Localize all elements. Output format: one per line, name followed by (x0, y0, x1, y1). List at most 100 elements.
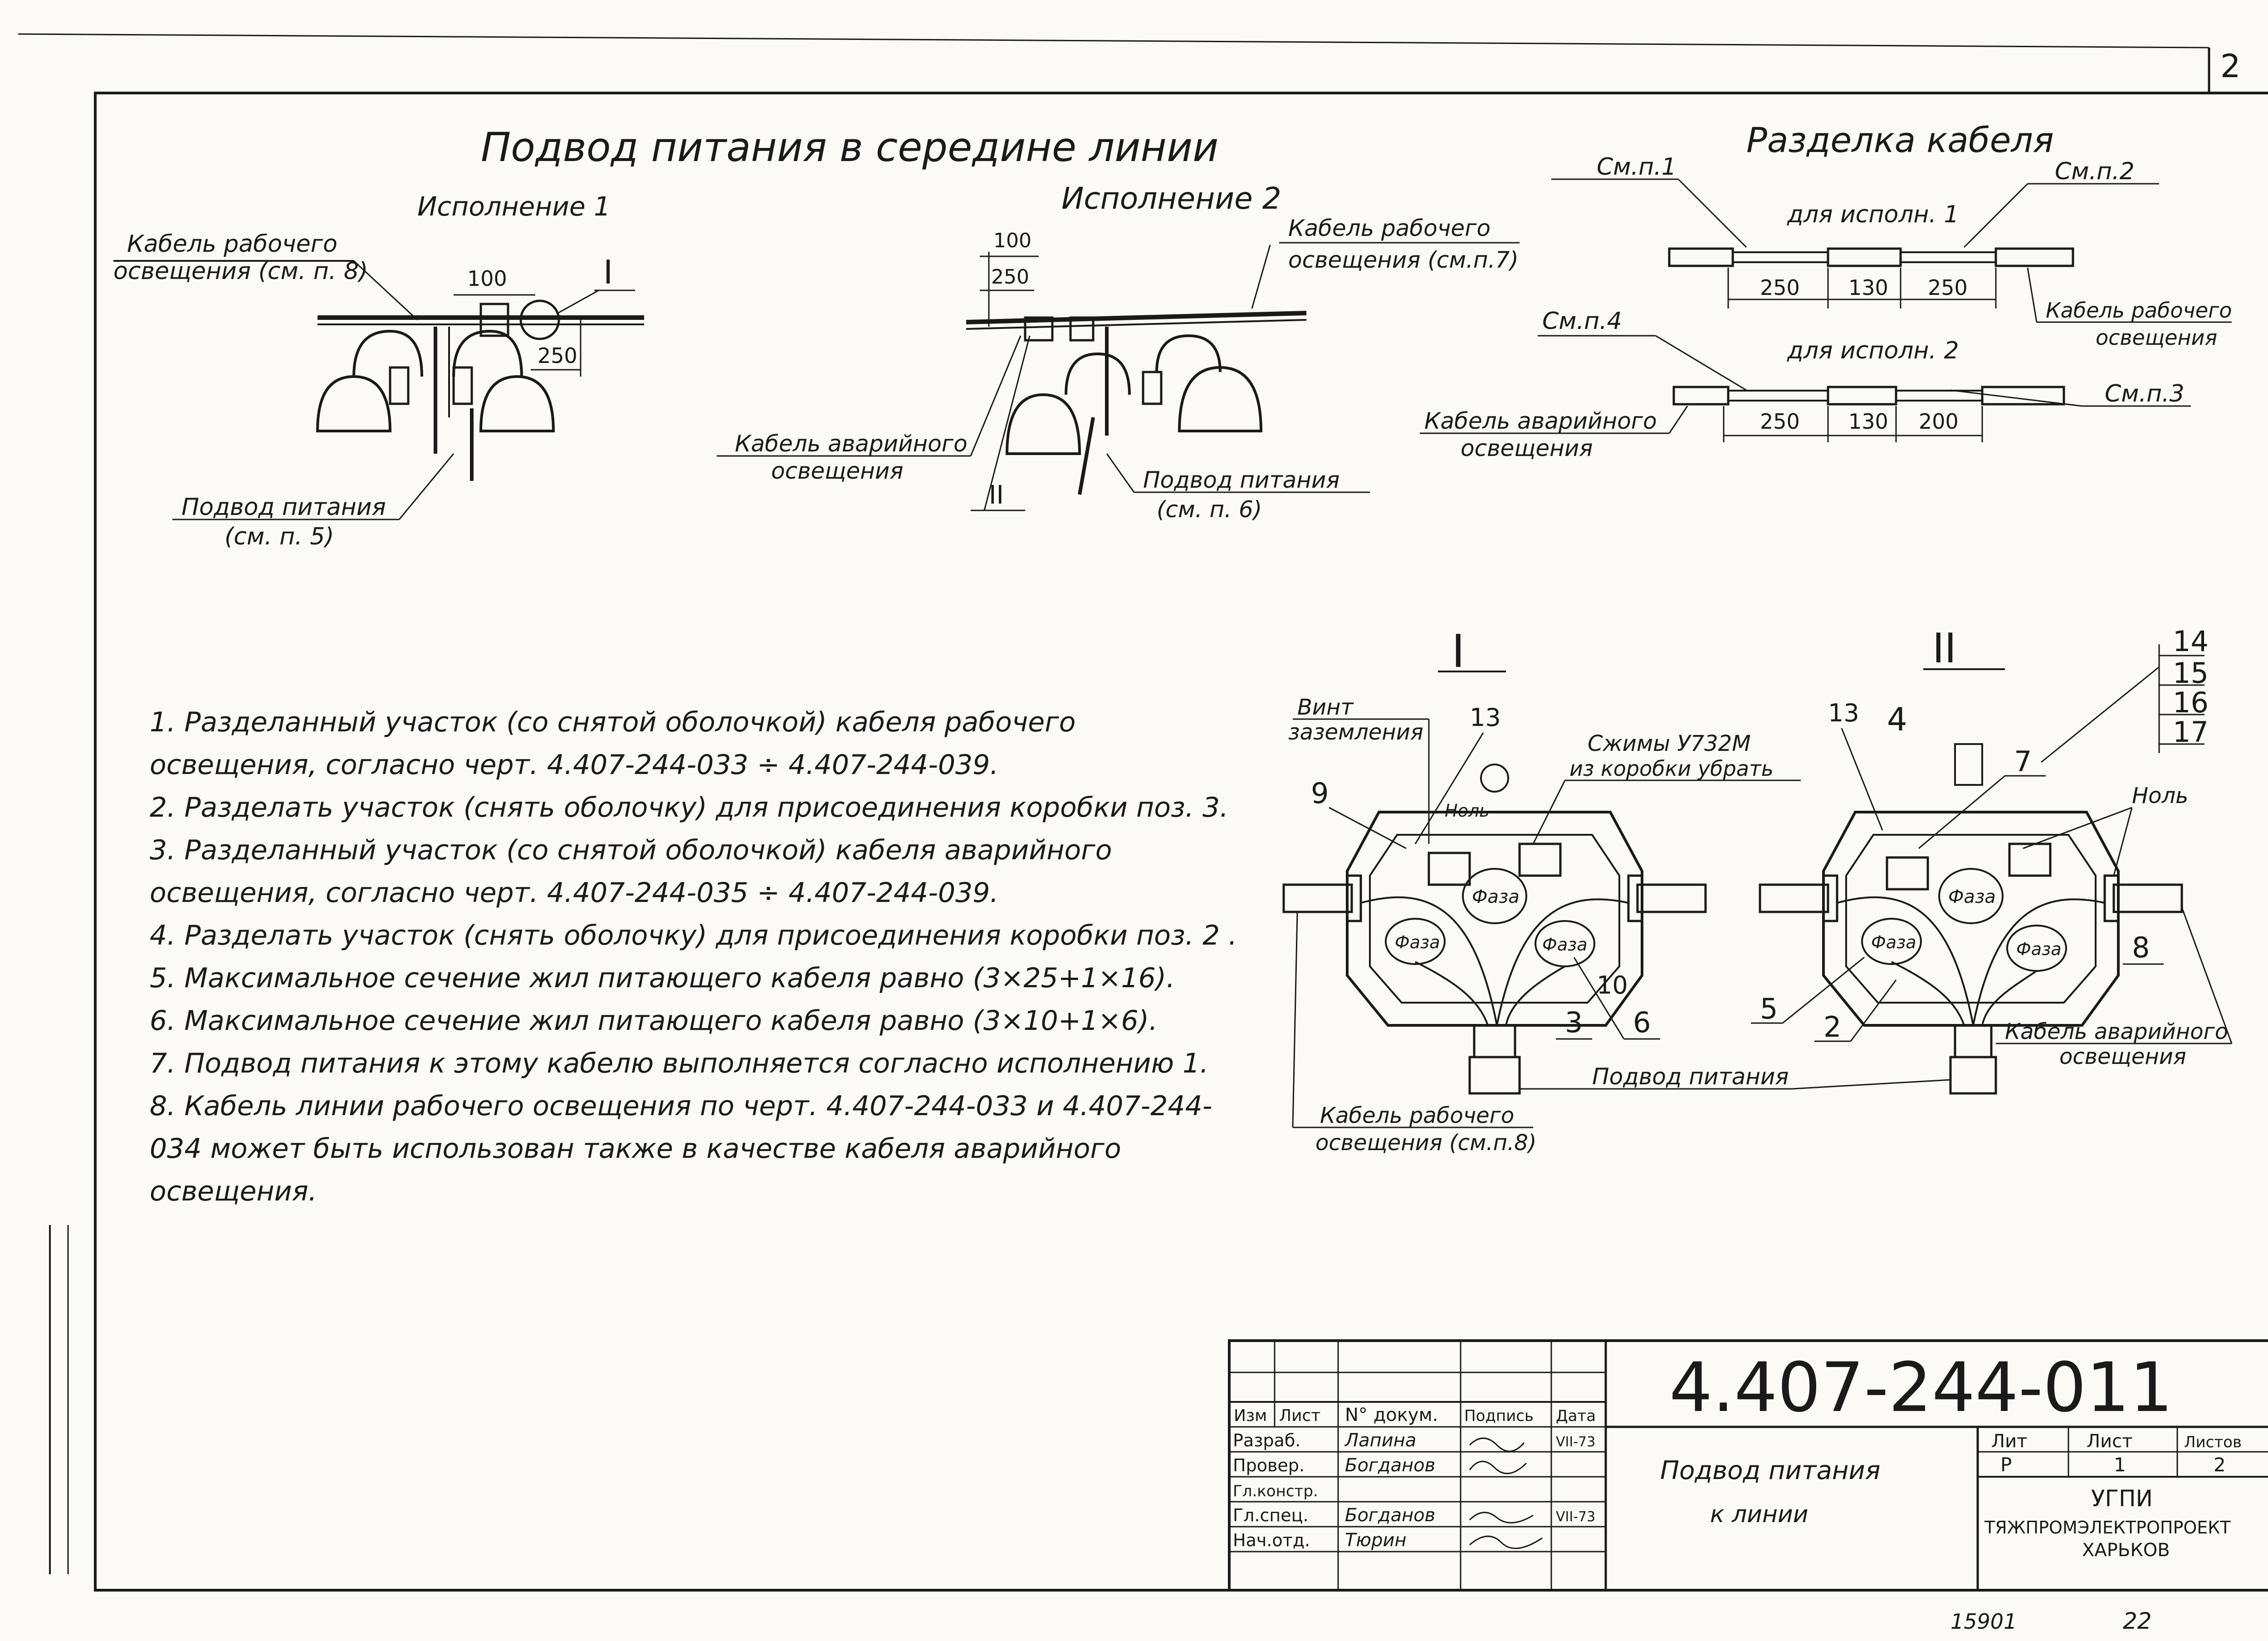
variant1-cable-label-2: освещения (см. п. 8) (113, 258, 368, 285)
detail1-work-cable-2: освещения (см.п.8) (1315, 1130, 1537, 1156)
stamp-row2-signature (1469, 1460, 1527, 1474)
stamp-sheet-label: Лист (2087, 1431, 2132, 1452)
detail2-pos5: 5 (1760, 992, 1778, 1025)
stamp-org-line3: ХАРЬКОВ (2082, 1540, 2170, 1561)
stamp-header-date: Дата (1556, 1407, 1596, 1425)
variant2-feed-label-2: (см. п. 6) (1157, 496, 1262, 523)
notes-list: 1. Разделанный участок (со снятой оболоч… (150, 701, 1238, 1213)
detail2-pos2: 2 (1823, 1010, 1841, 1043)
variant2-callout-label: II (989, 480, 1004, 510)
note-1: 1. Разделанный участок (со снятой оболоч… (150, 706, 1076, 781)
detail1-pos9: 9 (1311, 777, 1329, 810)
cable-cut-emergency-2: освещения (1461, 435, 1593, 461)
detail1-phase-left: Фаза (1395, 932, 1440, 952)
variant2-feed-cable (1078, 417, 1095, 495)
detail2-drawing: II 14 15 16 17 13 4 7 Ноль Фаза Фаза (1751, 625, 2233, 1095)
variant2-feed-label-1: Подвод питания (1143, 467, 1340, 493)
detail2-pos14: 14 (2173, 625, 2209, 658)
bottom-number-1: 15901 (1950, 1609, 2017, 1634)
stamp-title-line2: к линии (1710, 1501, 1809, 1528)
stamp-lit-label: Лит (1991, 1431, 2027, 1452)
variant1-feed-label-1: Подвод питания (181, 494, 386, 521)
variant2-drawing: Исполнение 2 Кабель рабочего освещения (… (717, 181, 1520, 523)
detail1-pos13: 13 (1470, 703, 1501, 732)
detail2-phase-left: Фаза (1871, 932, 1916, 952)
variant2-dim-250: 250 (991, 265, 1029, 289)
variant1-dim-250: 250 (538, 343, 577, 368)
stamp-row4-date: VII-73 (1556, 1509, 1595, 1525)
variant2-label: Исполнение 2 (1061, 181, 1281, 216)
stamp-row5-name: Тюрин (1345, 1530, 1407, 1551)
note-8: 8. Кабель линии рабочего освещения по че… (150, 1090, 1212, 1207)
detail1-clamps-label-2: из коробки убрать (1569, 756, 1774, 781)
detail2-emergency-2: освещения (2059, 1044, 2186, 1069)
stamp-row4-name: Богданов (1345, 1505, 1435, 1526)
feed-common-label: Подвод питания (1592, 1063, 1789, 1090)
detail1-clamps-label-1: Сжимы У732М (1588, 731, 1751, 756)
cable-cut-v1-dim-3: 250 (1928, 275, 1968, 300)
cable-cut-v2-dim-1: 250 (1760, 409, 1800, 434)
stamp-org-line1: УГПИ (2091, 1485, 2153, 1512)
cable-cut-ref2: См.п.2 (2055, 158, 2135, 185)
top-edge-line (18, 33, 2209, 49)
detail1-pos3: 3 (1565, 1006, 1583, 1039)
variant1-dim-100: 100 (467, 266, 507, 291)
title-cable-cut: Разделка кабеля (1746, 120, 2054, 160)
stamp-sheets-value: 2 (2214, 1454, 2226, 1476)
detail2-zero: Ноль (2132, 783, 2188, 808)
stamp-row1-date: VII-73 (1556, 1434, 1595, 1450)
stamp-row4-role: Гл.спец. (1233, 1505, 1309, 1525)
stamp-row3-role: Гл.констр. (1233, 1482, 1318, 1500)
stamp-row1-name: Лапина (1344, 1430, 1416, 1451)
detail2-pos7: 7 (2014, 745, 2032, 778)
cable-cut-drawing: См.п.1 См.п.2 для исполн. 1 250 130 250 … (1420, 153, 2232, 461)
detail2-housing (1822, 811, 2120, 1027)
variant2-lamp-right (1178, 366, 1263, 432)
variant1-cable-label-1: Кабель рабочего (127, 230, 337, 258)
variant1-drawing: Исполнение 1 Кабель рабочего освещения (… (113, 191, 644, 550)
title-main: Подвод питания в середине линии (481, 124, 1218, 171)
stamp-row2-name: Богданов (1345, 1455, 1435, 1476)
cable-cut-v1-dim-2: 130 (1848, 275, 1888, 300)
detail1-screw-label-2: заземления (1288, 720, 1423, 745)
stamp-header-sign: Подпись (1464, 1407, 1534, 1425)
detail1-screw-label-1: Винт (1297, 695, 1354, 720)
variant1-callout-label: I (603, 253, 613, 291)
variant2-emergency-label-2: освещения (771, 458, 903, 484)
cable-cut-emergency-1: Кабель аварийного (1424, 408, 1657, 434)
bottom-number-2: 22 (2123, 1608, 2152, 1634)
note-5: 5. Максимальное сечение жил питающего ка… (150, 962, 1175, 994)
note-2: 2. Разделать участок (снять оболочку) дл… (150, 792, 1229, 823)
cable-cut-ref1: См.п.1 (1597, 153, 1677, 181)
detail1-phase-top: Фаза (1472, 887, 1520, 907)
cable-cut-work-cable-1: Кабель рабочего (2046, 298, 2232, 323)
detail1-housing (1346, 811, 1643, 1027)
variant1-callout-circle (519, 299, 560, 340)
detail1-phase-right: Фаза (1542, 935, 1588, 955)
stamp-sheets-label: Листов (2184, 1433, 2242, 1451)
detail2-pos13: 13 (1828, 699, 1859, 727)
cable-cut-ref4: См.п.4 (1542, 308, 1622, 335)
cable-cut-for-v2: для исполн. 2 (1787, 337, 1959, 364)
detail1-pos10: 10 (1597, 971, 1628, 999)
detail1-work-cable-1: Кабель рабочего (1320, 1103, 1514, 1128)
detail2-phase-right: Фаза (2016, 939, 2062, 959)
page-number: 2 (2220, 48, 2241, 85)
note-7: 7. Подвод питания к этому кабелю выполня… (150, 1048, 1209, 1079)
stamp-row5-signature (1469, 1535, 1543, 1549)
detail1-pos6: 6 (1633, 1006, 1651, 1039)
detail2-pos8: 8 (2132, 931, 2150, 964)
cable-cut-ref3: См.п.3 (2105, 380, 2185, 407)
title-block: Изм Лист N° докум. Подпись Дата Разраб. … (1228, 1339, 2268, 1592)
cable-cut-v2-dim-2: 130 (1848, 409, 1888, 434)
detail1-roman: I (1452, 625, 1465, 678)
variant2-cable-label-1: Кабель рабочего (1288, 215, 1491, 241)
variant1-feed-label-2: (см. п. 5) (225, 523, 334, 550)
detail2-emergency-1: Кабель аварийного (2005, 1019, 2228, 1044)
detail1-ground-screw (1480, 764, 1509, 793)
variant1-lamp-left (316, 375, 392, 432)
stamp-header-doc: N° докум. (1345, 1405, 1438, 1425)
detail2-pos4: 4 (1887, 701, 1907, 738)
detail1-drawing: I Винт заземления 13 Сжимы У732М из коро… (1282, 625, 1801, 1156)
stamp-row2-role: Провер. (1233, 1455, 1305, 1475)
